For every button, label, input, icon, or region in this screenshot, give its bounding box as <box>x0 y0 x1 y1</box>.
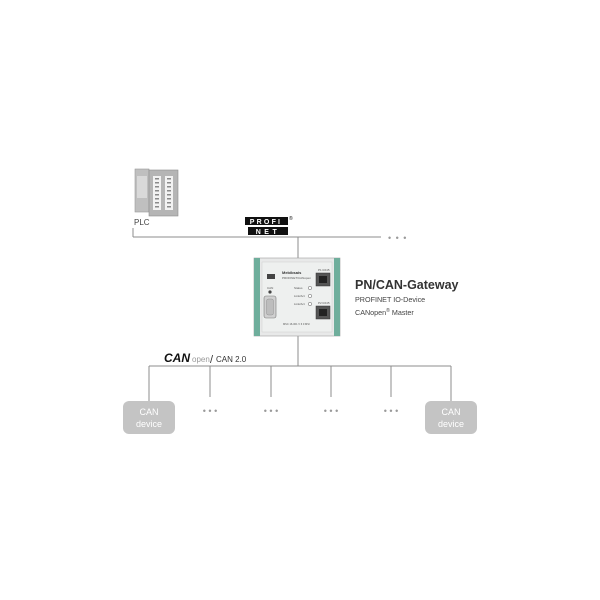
profinet-logo-reg: ® <box>289 215 293 222</box>
plc-label: PLC <box>134 218 150 227</box>
gateway-line1: PROFINET IO-Device <box>355 295 425 304</box>
gateway-port2-label: P2 RJ45 <box>318 301 330 305</box>
can-device-right: CAN device <box>425 401 477 434</box>
profinet-logo-bottom: NET <box>256 229 281 236</box>
gateway-right-rail <box>334 258 340 336</box>
can-version: CAN 2.0 <box>216 355 247 364</box>
canopen-label: CAN open / CAN 2.0 <box>164 351 247 366</box>
gateway-line2: CANopen® Master <box>355 307 414 317</box>
profinet-logo-top: PROFI <box>250 219 282 226</box>
gateway-usb-port <box>267 274 275 279</box>
gateway-bottom-label: MSC 16-001 V 6 0 MSI <box>283 322 310 326</box>
gateway-led-3 <box>308 302 312 306</box>
gateway-line2-pre: CANopen <box>355 308 386 317</box>
gateway-rj45-port-2 <box>315 305 331 320</box>
gateway-led-2 <box>308 294 312 298</box>
can-ellipsis-4: • • • <box>384 406 398 416</box>
profinet-ellipsis: • • • <box>388 233 407 243</box>
gateway-led-1 <box>308 286 312 290</box>
can-ellipsis-1: • • • <box>203 406 217 416</box>
can-device-left-line1: CAN <box>139 407 158 417</box>
gateway-can-label: CAN <box>267 286 273 290</box>
can-ellipsis-3: • • • <box>324 406 338 416</box>
can-device-left-line2: device <box>136 419 162 429</box>
gateway-model: PROFINET/CANopen <box>282 276 311 280</box>
canopen-open: open <box>192 355 210 364</box>
can-device-right-line2: device <box>438 419 464 429</box>
gateway-brand: Mebibsais <box>282 270 302 275</box>
gateway-left-rail <box>254 258 260 336</box>
can-drop-lines <box>148 366 452 401</box>
plc-device <box>134 168 179 217</box>
can-device-right-line1: CAN <box>441 407 460 417</box>
gateway-title: PN/CAN-Gateway <box>355 278 459 292</box>
gateway-led1-label: Status <box>294 286 303 290</box>
gateway-device: Mebibsais PROFINET/CANopen CAN Status Li… <box>253 257 341 337</box>
canopen-slash: / <box>210 354 214 366</box>
gateway-rj45-port-1 <box>315 272 331 287</box>
gateway-line2-post: Master <box>390 308 415 317</box>
profinet-logo: PROFI NET ® <box>245 215 293 236</box>
canopen-can: CAN <box>164 351 190 365</box>
gateway-can-led <box>268 290 272 294</box>
gateway-led2-label: Link/Act <box>294 294 305 298</box>
gateway-line2-reg: ® <box>386 307 390 314</box>
gateway-dsub-connector <box>263 295 277 319</box>
gateway-port1-label: P1 RJ45 <box>318 268 330 272</box>
can-device-left: CAN device <box>123 401 175 434</box>
can-ellipsis-2: • • • <box>264 406 278 416</box>
gateway-led3-label: Link/Act <box>294 302 305 306</box>
